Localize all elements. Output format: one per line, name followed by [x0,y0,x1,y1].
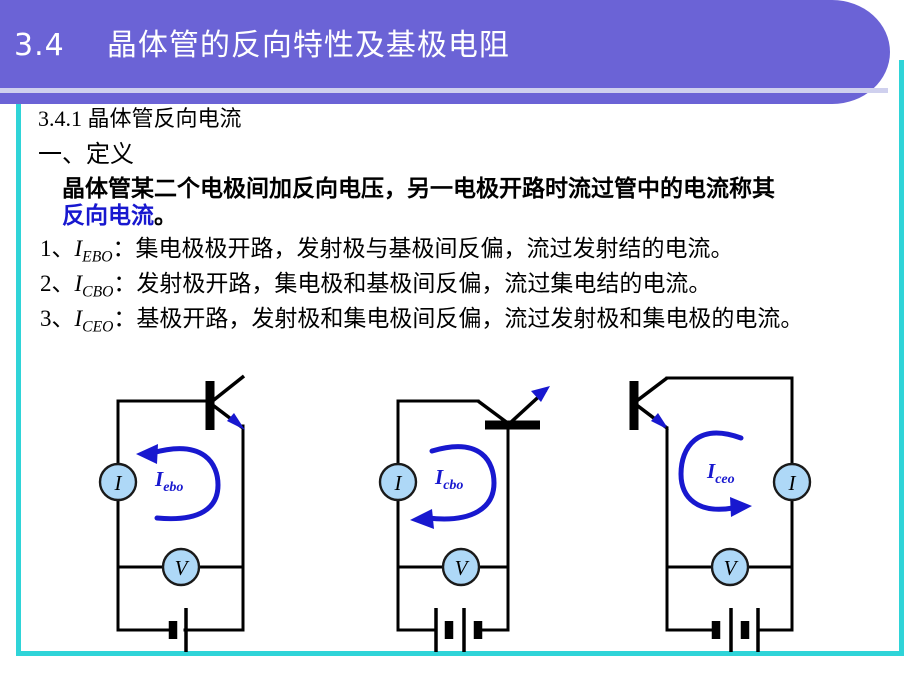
current-label-sub: ceo [715,472,734,487]
definition-statement-line1: 晶体管某二个电极间加反向电压，另一电极开路时流过管中的电流称其 [62,176,775,201]
item-symbol: ICEO [74,306,114,335]
item-index: 2、 [40,271,75,297]
item-symbol-letter: I [74,236,83,261]
transistor-collector-lead [632,376,669,405]
iceo-circuit: Iceo I V [629,376,812,652]
frame-right-accent [899,60,904,656]
transistor-emitter-arrowhead [651,413,669,430]
current-label-main: I [154,467,164,491]
item-symbol-letter: I [74,271,83,297]
list-item: 1、IEBO：集电极极开路，发射极与基极间反偏，流过发射结的电流。 [40,237,888,265]
item-text: 发射极开路，集电极和基极间反偏，流过集电结的电流。 [136,271,712,297]
item-symbol-subscript: CEO [82,319,114,337]
circuit-diagram-row: Iebo I V [0,370,920,660]
transistor-collector-lead [208,374,246,405]
ammeter-circle [98,462,138,502]
ammeter-label: I [394,471,403,495]
current-loop-arc [425,444,497,522]
statement-period: 。 [154,203,177,228]
header-banner [0,0,890,104]
frame-bottom-accent [16,651,904,656]
list-item: 2、ICBO：发射极开路，集电极和基极间反偏，流过集电结的电流。 [40,272,888,300]
current-label: Iebo [154,467,183,495]
item-colon: ： [113,271,137,297]
current-label-main: I [434,465,444,489]
current-loop-arrowhead [136,444,158,464]
voltmeter-circle [441,547,481,587]
current-label-sub: cbo [443,478,463,493]
section-number: 3.4.1 晶体管反向电流 [38,106,242,131]
item-text: 集电极极开路，发射极与基极间反偏，流过发射结的电流。 [135,236,734,261]
item-colon: ： [113,306,137,332]
current-loop-arrowhead [730,497,752,517]
definition-statement-line2: 反向电流。 [62,204,888,227]
ammeter-label: I [114,471,123,495]
header-underline [0,88,888,93]
voltmeter-label: V [724,556,739,580]
voltmeter-label: V [455,556,470,580]
list-item: 3、ICEO：基极开路，发射极和集电极间反偏，流过发射极和集电极的电流。 [40,307,888,335]
transistor-collector-lead [476,399,511,426]
item-text: 基极开路，发射极和集电极间反偏，流过发射极和集电极的电流。 [136,306,804,332]
item-symbol: IEBO [74,236,113,265]
ammeter-label: I [788,471,797,495]
item-symbol-subscript: EBO [82,248,113,266]
iebo-circuit: Iebo I V [98,374,246,652]
current-label-main: I [706,459,716,483]
item-index: 1、 [40,236,75,261]
transistor-emitter-arrowhead [227,413,245,430]
definition-heading: 一、定义 [38,142,134,168]
frame-left-accent [16,104,21,656]
item-symbol: ICBO [74,271,114,300]
page-title: 3.4 晶体管的反向特性及基极电阻 [14,28,510,63]
current-loop-arc [678,430,744,512]
ammeter-circle [378,462,418,502]
item-symbol-letter: I [74,306,83,332]
content-body: 3.4.1 晶体管反向电流 一、定义 晶体管某二个电极间加反向电压，另一电极开路… [38,108,888,343]
reverse-current-term: 反向电流 [62,203,154,228]
current-loop-arrowhead [410,509,434,529]
current-label: Iceo [706,459,735,487]
circuits-svg: Iebo I V [98,374,812,652]
item-index: 3、 [40,306,75,332]
ammeter-circle [772,462,812,502]
icbo-circuit: Icbo I V [378,386,550,652]
current-label-sub: ebo [163,480,183,495]
current-label: Icbo [434,465,463,493]
current-loop-arc [149,446,221,522]
item-colon: ： [112,236,136,261]
transistor-emitter-arrowhead [531,386,550,402]
voltmeter-circle [161,547,201,587]
voltmeter-circle [710,547,750,587]
voltmeter-label: V [175,556,190,580]
item-symbol-subscript: CBO [82,283,114,301]
